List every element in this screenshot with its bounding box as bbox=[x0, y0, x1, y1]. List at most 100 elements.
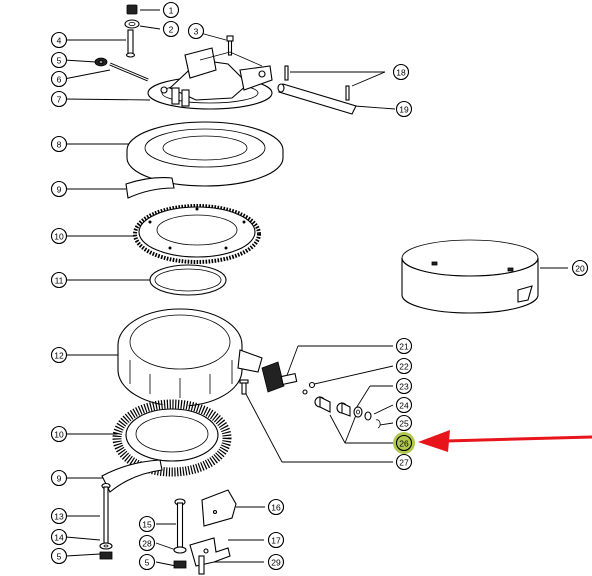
callout-label: 3 bbox=[194, 27, 199, 37]
callout-label: 16 bbox=[271, 503, 281, 513]
callout-label: 26 bbox=[399, 439, 409, 449]
part-nut-5-lower bbox=[99, 551, 113, 560]
callout-circle bbox=[138, 553, 156, 571]
callout-10[interactable]: 10 bbox=[50, 227, 68, 245]
callout-circle bbox=[395, 337, 413, 355]
callout-circle bbox=[392, 63, 410, 81]
callout-label: 8 bbox=[57, 140, 62, 150]
part-washer-14 bbox=[99, 542, 113, 550]
callout-15[interactable]: 15 bbox=[138, 515, 156, 533]
callout-label: 7 bbox=[57, 95, 62, 105]
part-nut-5-top bbox=[94, 57, 108, 67]
part-segment-lower bbox=[101, 459, 163, 493]
callout-18[interactable]: 18 bbox=[392, 63, 410, 81]
callout-circle bbox=[50, 469, 68, 487]
callout-7[interactable]: 7 bbox=[50, 90, 68, 108]
part-top-plate bbox=[126, 121, 284, 187]
callout-label: 4 bbox=[57, 36, 62, 46]
callout-29[interactable]: 29 bbox=[267, 553, 285, 571]
callout-3[interactable]: 3 bbox=[187, 22, 205, 40]
callout-label: 20 bbox=[575, 264, 585, 274]
callout-circle bbox=[50, 31, 68, 49]
part-gear-ring-upper bbox=[133, 204, 261, 264]
callout-10[interactable]: 10 bbox=[50, 425, 68, 443]
pointer-arrow bbox=[418, 430, 592, 452]
callout-27[interactable]: 27 bbox=[395, 453, 413, 471]
callout-circle bbox=[267, 553, 285, 571]
callout-8[interactable]: 8 bbox=[50, 135, 68, 153]
callout-label: 18 bbox=[396, 68, 406, 78]
part-long-bolt-6 bbox=[109, 62, 149, 82]
callout-19[interactable]: 19 bbox=[395, 100, 413, 118]
part-screw-27 bbox=[239, 379, 249, 395]
callout-13[interactable]: 13 bbox=[50, 507, 68, 525]
callout-26[interactable]: 26 bbox=[395, 434, 413, 452]
callout-circle bbox=[50, 227, 68, 245]
part-bolt-3 bbox=[226, 35, 234, 56]
callout-label: 13 bbox=[54, 512, 64, 522]
part-grease-nipple bbox=[302, 381, 316, 395]
callout-label: 25 bbox=[399, 419, 409, 429]
callout-circle bbox=[395, 357, 413, 375]
callout-label: 12 bbox=[54, 351, 64, 361]
part-bolt-15 bbox=[174, 498, 186, 548]
callout-20[interactable]: 20 bbox=[571, 259, 589, 277]
callout-label: 17 bbox=[271, 536, 281, 546]
callout-24[interactable]: 24 bbox=[395, 396, 413, 414]
callout-circle bbox=[162, 20, 180, 38]
callout-circle bbox=[571, 259, 589, 277]
leader-lines bbox=[63, 9, 568, 567]
callout-label: 10 bbox=[54, 232, 64, 242]
callout-circle bbox=[267, 531, 285, 549]
callout-5[interactable]: 5 bbox=[138, 553, 156, 571]
callout-circle bbox=[50, 528, 68, 546]
callout-label: 22 bbox=[399, 362, 409, 372]
callout-9[interactable]: 9 bbox=[50, 180, 68, 198]
part-pin-small bbox=[284, 65, 350, 101]
callout-circle bbox=[50, 547, 68, 565]
callout-circle bbox=[138, 534, 156, 552]
callout-1[interactable]: 1 bbox=[162, 1, 180, 19]
callout-22[interactable]: 22 bbox=[395, 357, 413, 375]
part-plate-16 bbox=[201, 489, 237, 527]
callout-4[interactable]: 4 bbox=[50, 31, 68, 49]
part-segment-upper bbox=[125, 177, 175, 199]
callout-label: 1 bbox=[169, 6, 174, 16]
callout-2[interactable]: 2 bbox=[162, 20, 180, 38]
callout-11[interactable]: 11 bbox=[50, 271, 68, 289]
callout-14[interactable]: 14 bbox=[50, 528, 68, 546]
callout-16[interactable]: 16 bbox=[267, 498, 285, 516]
callout-label: 19 bbox=[399, 105, 409, 115]
callout-9[interactable]: 9 bbox=[50, 469, 68, 487]
part-washer-23 bbox=[353, 406, 363, 418]
callout-12[interactable]: 12 bbox=[50, 346, 68, 364]
part-bolt-29 bbox=[198, 555, 205, 575]
part-seal-ring bbox=[149, 264, 227, 296]
callout-23[interactable]: 23 bbox=[395, 377, 413, 395]
callout-21[interactable]: 21 bbox=[395, 337, 413, 355]
callout-circle bbox=[50, 180, 68, 198]
callout-25[interactable]: 25 bbox=[395, 414, 413, 432]
callout-circle bbox=[50, 271, 68, 289]
part-bushings bbox=[314, 396, 351, 417]
part-bolt-13 bbox=[101, 482, 111, 544]
callout-5[interactable]: 5 bbox=[50, 51, 68, 69]
callout-circle bbox=[395, 434, 413, 452]
callout-circle bbox=[50, 135, 68, 153]
callout-label: 15 bbox=[142, 520, 152, 530]
callout-28[interactable]: 28 bbox=[138, 534, 156, 552]
callout-label: 28 bbox=[142, 539, 152, 549]
part-ring-25 bbox=[375, 419, 381, 429]
callout-label: 5 bbox=[145, 558, 150, 568]
callout-circle bbox=[50, 507, 68, 525]
callout-label: 11 bbox=[55, 276, 64, 286]
callout-17[interactable]: 17 bbox=[267, 531, 285, 549]
part-cover-band bbox=[401, 239, 539, 314]
part-washer-28 bbox=[173, 546, 187, 554]
callout-label: 10 bbox=[54, 430, 64, 440]
callout-6[interactable]: 6 bbox=[50, 70, 68, 88]
part-circlip-24 bbox=[364, 411, 372, 421]
callout-5[interactable]: 5 bbox=[50, 547, 68, 565]
